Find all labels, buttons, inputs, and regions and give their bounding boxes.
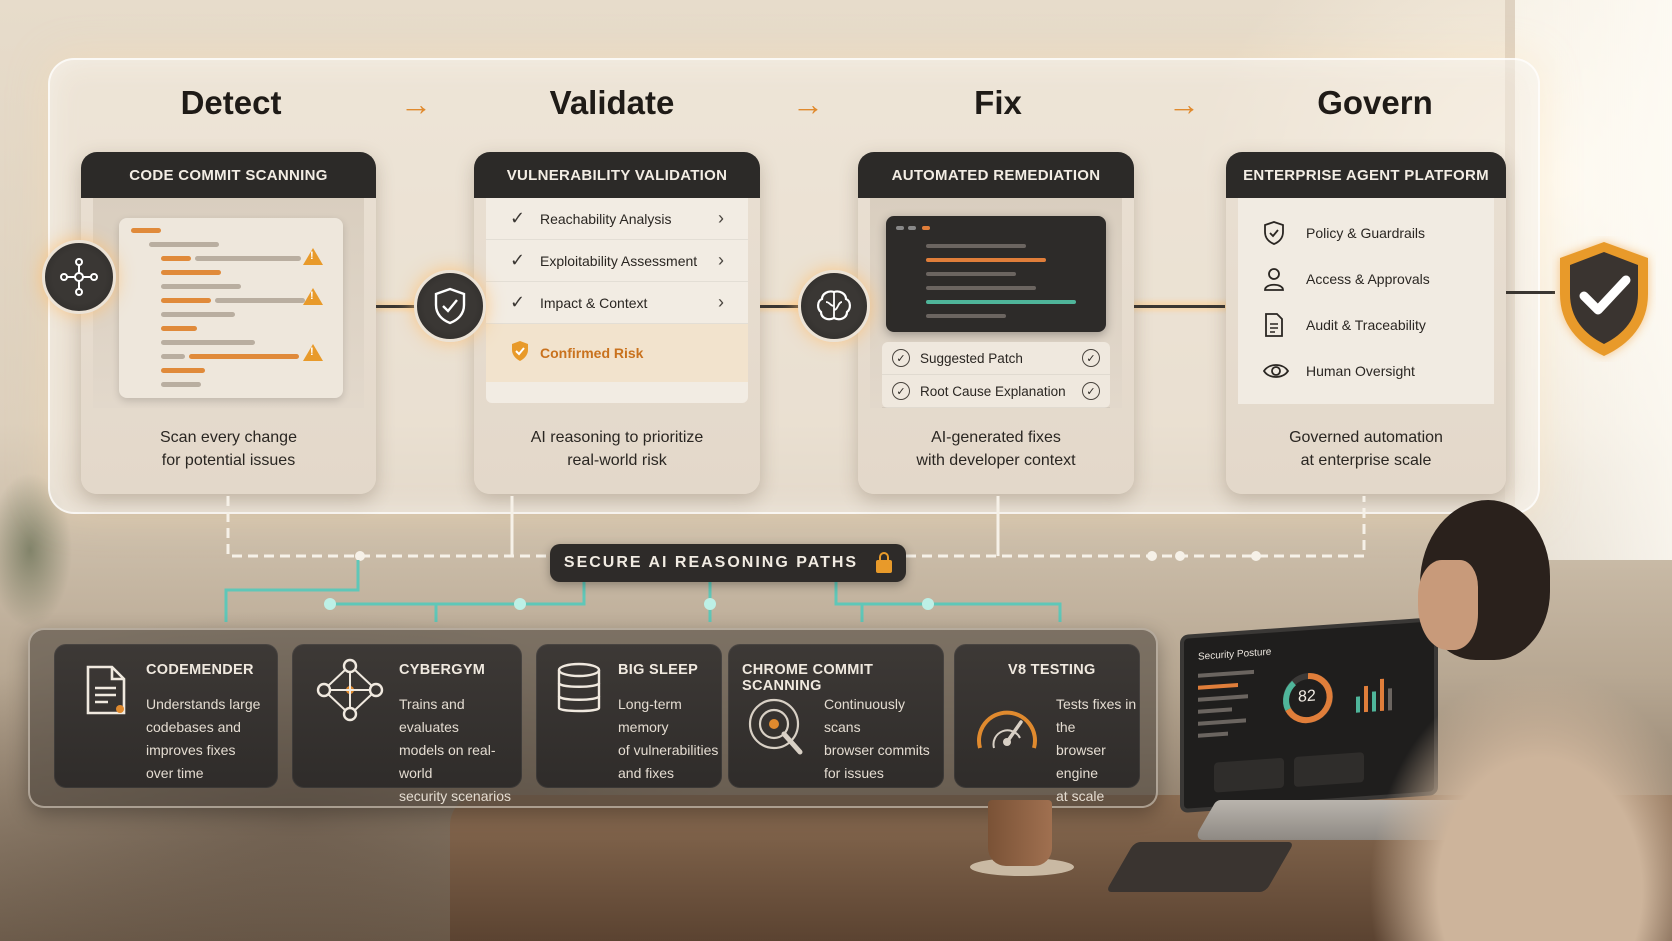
chevron-right-icon: › bbox=[718, 208, 724, 228]
list-item[interactable]: Access & Approvals bbox=[1238, 256, 1494, 302]
card-description: Scan every change for potential issues bbox=[160, 429, 297, 469]
shield-node-icon bbox=[414, 270, 486, 342]
connector-line-2 bbox=[742, 305, 812, 308]
list-item[interactable]: ✓ Suggested Patch ✓ bbox=[882, 342, 1110, 375]
list-item[interactable]: Human Oversight bbox=[1238, 348, 1494, 394]
list-item[interactable]: ✓ Exploitability Assessment › bbox=[486, 240, 748, 282]
card-automated-remediation: AUTOMATED REMEDIATION ✓ Suggested Patch … bbox=[858, 152, 1134, 494]
governance-list: Policy & Guardrails Access & Approvals A… bbox=[1238, 198, 1494, 404]
check-icon: ✓ bbox=[510, 208, 526, 228]
chevron-right-icon: › bbox=[718, 250, 724, 270]
list-item[interactable]: ✓ Reachability Analysis › bbox=[486, 198, 748, 240]
warning-icon bbox=[303, 344, 323, 361]
card-description: Governed automation at enterprise scale bbox=[1289, 429, 1443, 469]
check-circle-icon: ✓ bbox=[1082, 349, 1100, 367]
connector-line-3 bbox=[1130, 305, 1225, 308]
document-icon bbox=[84, 664, 128, 721]
card-header: AUTOMATED REMEDIATION bbox=[858, 152, 1134, 198]
person-face bbox=[1418, 560, 1478, 650]
flow-arrow-3: → bbox=[1168, 86, 1200, 122]
notebook bbox=[1105, 842, 1295, 892]
warning-icon bbox=[303, 248, 323, 265]
connector-line-4 bbox=[1505, 291, 1555, 294]
list-item[interactable]: Audit & Traceability bbox=[1238, 302, 1494, 348]
card-header: ENTERPRISE AGENT PLATFORM bbox=[1226, 152, 1506, 198]
list-item[interactable]: ✓ Root Cause Explanation ✓ bbox=[882, 375, 1110, 408]
card-header: VULNERABILITY VALIDATION bbox=[474, 152, 760, 198]
list-item[interactable]: Policy & Guardrails bbox=[1238, 210, 1494, 256]
tool-big-sleep[interactable]: BIG SLEEP Long-term memory of vulnerabil… bbox=[536, 644, 722, 788]
card-code-commit-scanning: CODE COMMIT SCANNING Scan every change f… bbox=[81, 152, 376, 494]
code-editor-preview bbox=[886, 216, 1106, 332]
stage-title-fix: Fix bbox=[974, 84, 1022, 121]
security-score: 82 bbox=[1298, 687, 1316, 706]
tool-chrome-commit-scanning[interactable]: CHROME COMMIT SCANNING Continuously scan… bbox=[728, 644, 944, 788]
validation-list: ✓ Reachability Analysis › ✓ Exploitabili… bbox=[486, 198, 748, 403]
lock-icon bbox=[876, 551, 893, 573]
flow-arrow-2: → bbox=[792, 86, 824, 122]
shield-check-icon bbox=[510, 340, 540, 367]
check-circle-icon: ✓ bbox=[1082, 382, 1100, 400]
card-description: AI-generated fixes with developer contex… bbox=[916, 429, 1076, 469]
document-icon bbox=[1262, 312, 1306, 338]
stage-title-validate: Validate bbox=[549, 84, 675, 121]
brain-node-icon bbox=[798, 270, 870, 342]
check-circle-icon: ✓ bbox=[892, 382, 910, 400]
tool-cybergym[interactable]: CYBERGYM Trains and evaluates models on … bbox=[292, 644, 522, 804]
check-circle-icon: ✓ bbox=[892, 349, 910, 367]
check-icon: ✓ bbox=[510, 292, 526, 312]
commit-node-icon bbox=[42, 240, 116, 314]
gauge-icon bbox=[974, 698, 1040, 759]
person bbox=[1350, 640, 1672, 941]
eye-icon bbox=[1262, 361, 1306, 381]
confirmed-risk-item[interactable]: Confirmed Risk bbox=[486, 324, 748, 382]
card-enterprise-agent-platform: ENTERPRISE AGENT PLATFORM Policy & Guard… bbox=[1226, 152, 1506, 494]
flow-arrow-1: → bbox=[400, 86, 432, 122]
secure-reasoning-paths-label: SECURE AI REASONING PATHS bbox=[550, 544, 906, 582]
list-item[interactable]: ✓ Impact & Context › bbox=[486, 282, 748, 324]
warning-icon bbox=[303, 288, 323, 305]
card-header: CODE COMMIT SCANNING bbox=[81, 152, 376, 198]
target-search-icon bbox=[746, 696, 808, 765]
stage-title-detect: Detect bbox=[180, 84, 282, 121]
shield-check-icon bbox=[1262, 220, 1306, 246]
check-icon: ✓ bbox=[510, 250, 526, 270]
stage-title-govern: Govern bbox=[1317, 84, 1433, 121]
code-preview-panel bbox=[119, 218, 343, 398]
card-description: AI reasoning to prioritize real-world ri… bbox=[530, 429, 704, 469]
patch-list: ✓ Suggested Patch ✓ ✓ Root Cause Explana… bbox=[882, 342, 1110, 408]
person-icon bbox=[1262, 266, 1306, 292]
chevron-right-icon: › bbox=[718, 292, 724, 312]
tool-v8-testing[interactable]: V8 TESTING Tests fixes in the browser en… bbox=[954, 644, 1140, 804]
network-icon bbox=[316, 658, 384, 727]
coffee-mug bbox=[988, 800, 1052, 866]
card-vulnerability-validation: VULNERABILITY VALIDATION ✓ Reachability … bbox=[474, 152, 760, 494]
database-icon bbox=[556, 662, 602, 721]
shield-check-icon bbox=[1552, 236, 1656, 367]
tool-codemender[interactable]: CODEMENDER Understands large codebases a… bbox=[54, 644, 278, 788]
